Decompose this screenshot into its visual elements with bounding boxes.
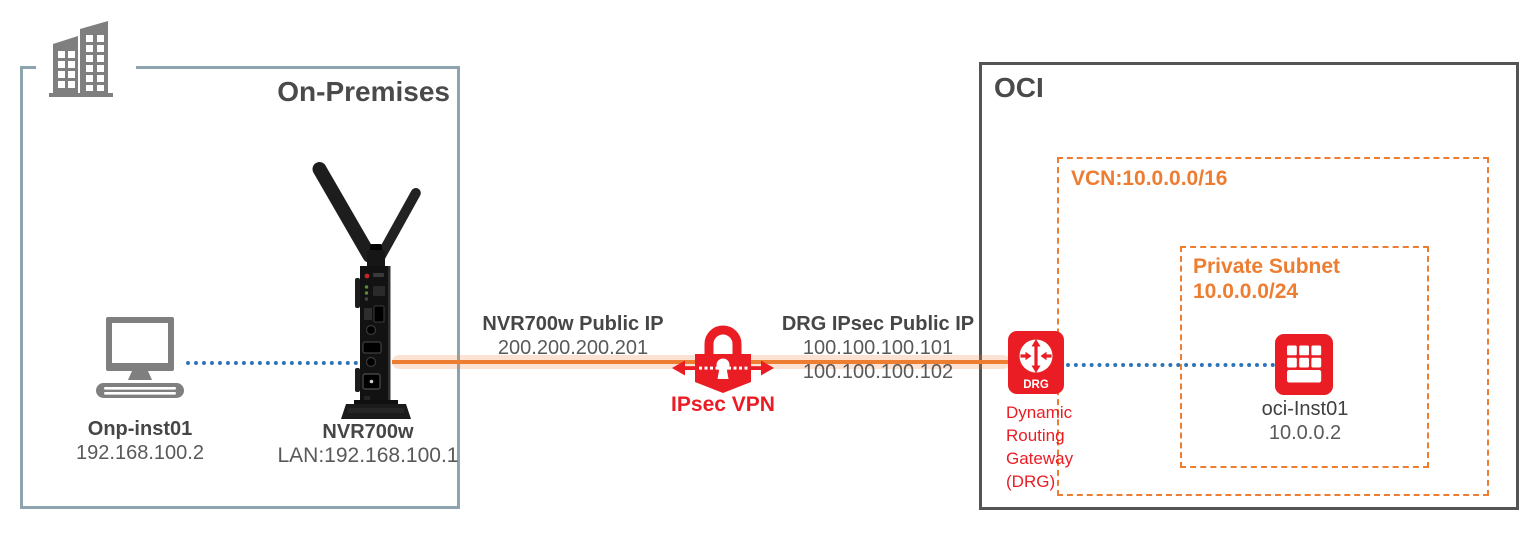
drg-name-label: Dynamic Routing Gateway (DRG) <box>1006 401 1126 493</box>
oci-title: OCI <box>994 72 1044 103</box>
onprem-instance-name: Onp-inst01 <box>87 418 193 440</box>
nvr-public-ip-block: NVR700w Public IP 200.200.200.201 <box>440 312 706 360</box>
vcn-label: VCN:10.0.0.0/16 <box>1071 167 1228 190</box>
oci-instance-labels: oci-Inst01 10.0.0.2 <box>1224 397 1386 445</box>
router-image <box>312 162 421 419</box>
drg-public-ip-secondary: 100.100.100.102 <box>802 361 954 383</box>
oci-dotted-connector <box>1066 363 1275 367</box>
nvr-public-ip-value: 200.200.200.201 <box>497 337 649 359</box>
drg-icon-text: DRG <box>1023 379 1049 391</box>
building-icon <box>49 21 113 97</box>
onprem-instance-labels: Onp-inst01 192.168.100.2 <box>40 417 240 465</box>
computer-icon <box>96 317 184 398</box>
ipsec-vpn-label: IPsec VPN <box>671 393 775 416</box>
drg-name-line4: (DRG) <box>1006 472 1056 491</box>
oci-instance-name: oci-Inst01 <box>1261 398 1349 420</box>
onprem-instance-ip: 192.168.100.2 <box>76 442 204 464</box>
lan-dotted-connector <box>186 361 358 365</box>
router-lan-ip: LAN:192.168.100.1 <box>277 444 459 467</box>
on-premises-box <box>20 66 460 509</box>
drg-icon: DRG <box>1008 331 1064 394</box>
drg-public-ip-label: DRG IPsec Public IP <box>781 313 975 335</box>
vcn-box <box>1057 157 1489 496</box>
drg-public-ip-primary: 100.100.100.101 <box>802 337 954 359</box>
oci-instance-ip: 10.0.0.2 <box>1268 422 1342 444</box>
drg-name-line1: Dynamic <box>1006 403 1073 422</box>
private-subnet-label-line1: Private Subnet <box>1193 255 1341 278</box>
drg-public-ip-block: DRG IPsec Public IP 100.100.100.101 100.… <box>758 312 998 384</box>
router-labels: NVR700w LAN:192.168.100.1 <box>248 420 488 468</box>
drg-name-line2: Routing <box>1006 426 1065 445</box>
vpn-lock-icon <box>672 325 774 393</box>
nvr-public-ip-label: NVR700w Public IP <box>482 313 664 335</box>
private-subnet-label: Private Subnet 10.0.0.0/24 <box>1193 254 1340 304</box>
drg-name-line3: Gateway <box>1006 449 1074 468</box>
instance-icon <box>1275 334 1333 395</box>
router-name: NVR700w <box>322 421 414 443</box>
private-subnet-box <box>1180 246 1429 468</box>
private-subnet-label-line2: 10.0.0.0/24 <box>1193 280 1299 303</box>
oci-box <box>979 62 1519 510</box>
on-premises-title: On-Premises <box>277 76 450 107</box>
